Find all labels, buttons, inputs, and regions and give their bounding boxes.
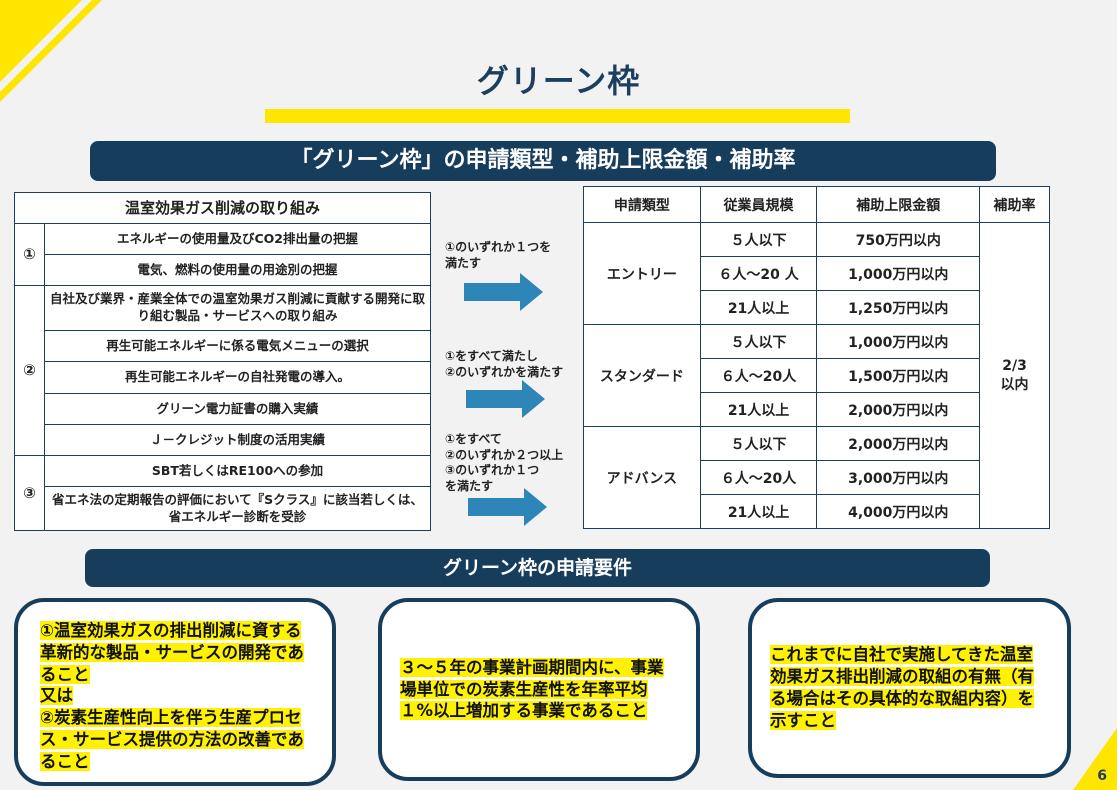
condition-note-standard: ①をすべて満たし ②のいずれかを満たす <box>445 349 564 379</box>
page-number: 6 <box>1097 768 1107 784</box>
right-arrow-icon <box>466 380 545 418</box>
subsidy-limit: 1,250万円以内 <box>816 290 981 325</box>
initiative-item: 電気、燃料の使用量の用途別の把握 <box>44 254 431 286</box>
employee-size: ６人～20 人 <box>699 256 818 291</box>
initiative-item: 省エネ法の定期報告の評価において『Sクラス』に該当若しくは、省エネルギー診断を受… <box>44 486 431 531</box>
section-banner-types: 「グリーン枠」の申請類型・補助上限金額・補助率 <box>90 141 996 181</box>
section-banner-requirements: グリーン枠の申請要件 <box>85 549 990 587</box>
group-number: ③ <box>14 455 45 531</box>
initiative-item: Ｊ－クレジット制度の活用実績 <box>44 424 431 456</box>
condition-note-advance: ①をすべて ②のいずれか２つ以上 ③のいずれか１つ を満たす <box>445 432 564 493</box>
corner-decoration-top-left <box>0 0 102 102</box>
right-arrow-icon <box>468 488 547 526</box>
subsidy-limit: 750万円以内 <box>816 222 981 257</box>
subsidy-limit: 1,000万円以内 <box>816 256 981 291</box>
column-header: 補助上限金額 <box>816 186 981 223</box>
requirement-text: ①温室効果ガスの排出削減に資する革新的な製品・サービスの開発であること 又は ②… <box>40 621 304 771</box>
subsidy-limit: 3,000万円以内 <box>816 460 981 495</box>
column-header: 従業員規模 <box>699 186 818 223</box>
requirement-box-1: ①温室効果ガスの排出削減に資する革新的な製品・サービスの開発であること 又は ②… <box>14 598 336 786</box>
subsidy-limit: 2,000万円以内 <box>816 392 981 427</box>
employee-size: 21人以上 <box>699 290 818 325</box>
title-underline <box>265 109 850 123</box>
employee-size: 21人以上 <box>699 392 818 427</box>
requirement-text: ３～５年の事業計画期間内に、事業場単位での炭素生産性を年率平均１%以上増加する事… <box>400 657 664 721</box>
subsidy-limit: 1,500万円以内 <box>816 358 981 393</box>
group-number: ① <box>14 223 45 286</box>
employee-size: 21人以上 <box>699 494 818 529</box>
group-number: ② <box>14 285 45 456</box>
initiative-item: グリーン電力証書の購入実績 <box>44 393 431 425</box>
initiative-item: 再生可能エネルギーに係る電気メニューの選択 <box>44 330 431 362</box>
right-arrow-icon <box>464 273 543 311</box>
subsidy-rate: 2/3 以内 <box>979 222 1050 529</box>
type-name: エントリー <box>583 222 701 325</box>
employee-size: ５人以下 <box>699 426 818 461</box>
requirement-text: これまでに自社で実施してきた温室効果ガス排出削減の取組の有無（有る場合はその具体… <box>770 645 1034 730</box>
condition-note-entry: ①のいずれか１つを 満たす <box>445 240 552 270</box>
requirement-box-3: これまでに自社で実施してきた温室効果ガス排出削減の取組の有無（有る場合はその具体… <box>748 598 1071 778</box>
initiative-item: SBT若しくはRE100への参加 <box>44 455 431 487</box>
corner-decoration-bottom-right <box>1073 728 1117 790</box>
initiative-item: 自社及び業界・産業全体での温室効果ガス削減に貢献する開発に取り組む製品・サービス… <box>44 285 431 331</box>
employee-size: ６人～20人 <box>699 358 818 393</box>
initiatives-table: 温室効果ガス削減の取り組み ① エネルギーの使用量及びCO2排出量の把握 電気、… <box>14 192 431 531</box>
column-header: 補助率 <box>979 186 1050 223</box>
requirement-box-2: ３～５年の事業計画期間内に、事業場単位での炭素生産性を年率平均１%以上増加する事… <box>378 598 700 781</box>
employee-size: ５人以下 <box>699 222 818 257</box>
initiative-item: 再生可能エネルギーの自社発電の導入。 <box>44 361 431 394</box>
page-title: グリーン枠 <box>476 62 641 100</box>
subsidy-limit: 1,000万円以内 <box>816 324 981 359</box>
type-name: アドバンス <box>583 426 701 529</box>
type-name: スタンダード <box>583 324 701 427</box>
initiatives-header: 温室効果ガス削減の取り組み <box>14 192 431 224</box>
initiative-item: エネルギーの使用量及びCO2排出量の把握 <box>44 223 431 255</box>
subsidy-limit: 2,000万円以内 <box>816 426 981 461</box>
application-types-table: 申請類型 従業員規模 補助上限金額 補助率 エントリー ５人以下 750万円以内… <box>583 186 1050 529</box>
subsidy-limit: 4,000万円以内 <box>816 494 981 529</box>
column-header: 申請類型 <box>583 186 701 223</box>
employee-size: ５人以下 <box>699 324 818 359</box>
employee-size: ６人～20人 <box>699 460 818 495</box>
